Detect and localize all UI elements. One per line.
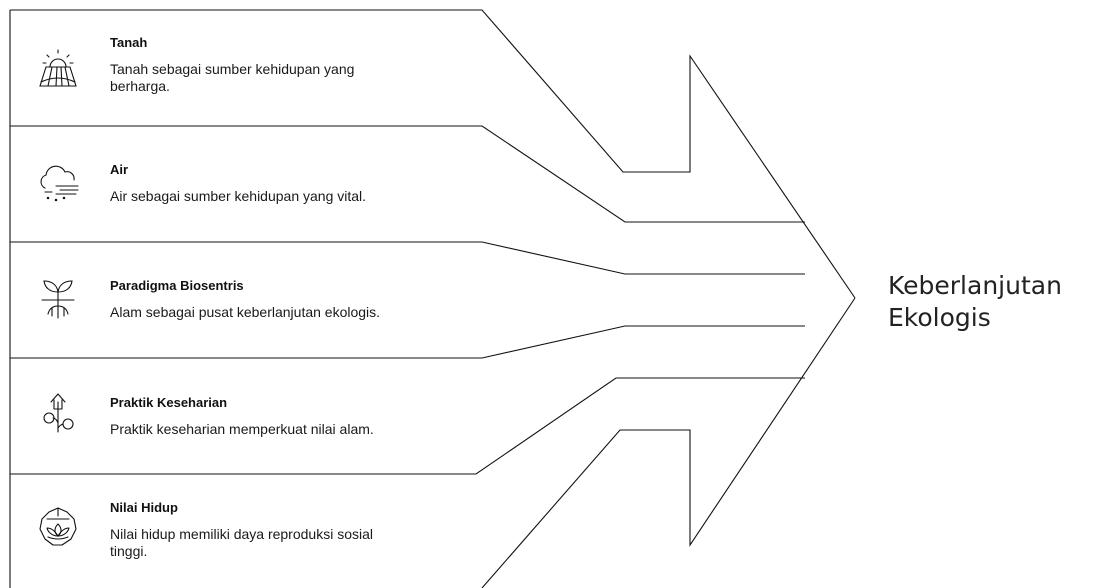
- item-description-line: tinggi.: [110, 543, 148, 559]
- band-separator-4: [10, 377, 805, 475]
- item-description-line: Alam sebagai pusat keberlanjutan ekologi…: [110, 304, 381, 320]
- item-tanah: Tanah Tanah sebagai sumber kehidupan yan…: [110, 35, 470, 95]
- item-description: Nilai hidup memiliki daya reproduksi sos…: [110, 526, 470, 560]
- band-separator-2: [10, 241, 805, 275]
- house-plant-icon: [36, 390, 80, 434]
- item-description-line: Praktik keseharian memperkuat nilai alam…: [110, 421, 374, 437]
- item-praktik-keseharian: Praktik Keseharian Praktik keseharian me…: [110, 395, 470, 438]
- lotus-badge-icon: [36, 504, 80, 548]
- arrow-bottom-outline: [481, 297, 856, 588]
- item-title: Tanah: [110, 35, 148, 50]
- item-nilai-hidup: Nilai Hidup Nilai hidup memiliki daya re…: [110, 500, 470, 560]
- sun-field-icon: [36, 46, 80, 90]
- cloud-wind-icon: [36, 160, 80, 204]
- item-description: Air sebagai sumber kehidupan yang vital.: [110, 188, 470, 205]
- item-description: Alam sebagai pusat keberlanjutan ekologi…: [110, 304, 470, 321]
- item-description-line: Tanah sebagai sumber kehidupan yang: [110, 61, 355, 77]
- item-description-line: Nilai hidup memiliki daya reproduksi sos…: [110, 526, 373, 542]
- item-title: Air: [110, 162, 129, 177]
- band-separator-3: [10, 325, 805, 359]
- item-description-line: Air sebagai sumber kehidupan yang vital.: [110, 188, 367, 204]
- item-description: Tanah sebagai sumber kehidupan yang berh…: [110, 61, 470, 95]
- item-title: Paradigma Biosentris: [110, 278, 244, 293]
- item-title: Nilai Hidup: [110, 500, 178, 515]
- item-air: Air Air sebagai sumber kehidupan yang vi…: [110, 162, 470, 205]
- item-paradigma-biosentris: Paradigma Biosentris Alam sebagai pusat …: [110, 278, 470, 321]
- outcome-label-line: Ekologis: [888, 303, 991, 332]
- item-description-line: berharga.: [110, 78, 170, 94]
- outcome-label: Keberlanjutan Ekologis: [888, 270, 1062, 334]
- item-description: Praktik keseharian memperkuat nilai alam…: [110, 421, 470, 438]
- outcome-label-line: Keberlanjutan: [888, 271, 1062, 300]
- arrow-top-outline: [10, 9, 856, 299]
- sprout-roots-icon: [36, 276, 80, 320]
- item-title: Praktik Keseharian: [110, 395, 228, 410]
- band-separator-1: [10, 125, 805, 223]
